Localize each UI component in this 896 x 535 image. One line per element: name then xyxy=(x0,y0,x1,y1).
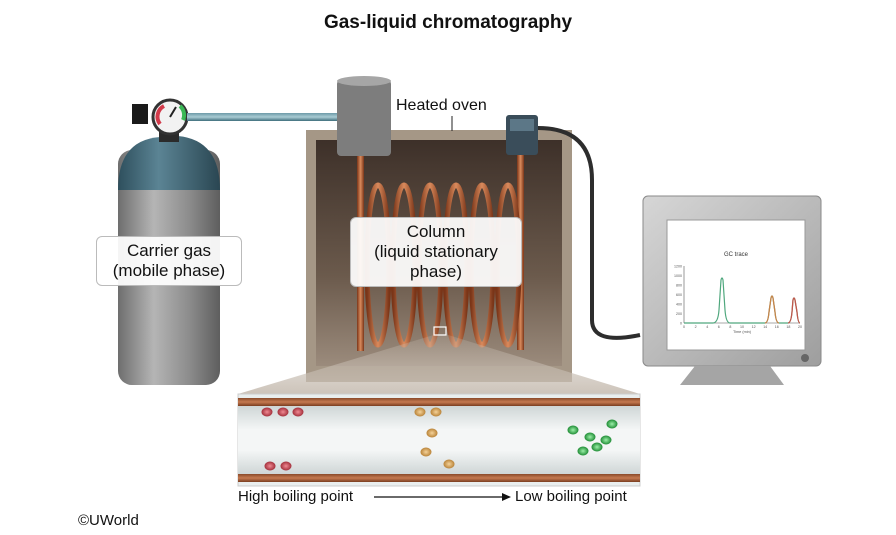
high-boiling-point-label: High boiling point xyxy=(238,488,354,505)
gc-x-axis-label: Time (min) xyxy=(733,330,752,334)
gauge-needle xyxy=(169,106,177,118)
column-wall-bottom xyxy=(238,474,640,482)
analyte-molecule-icon xyxy=(261,407,273,417)
gc-y-tick-label: 400 xyxy=(676,303,682,307)
gas-pipe xyxy=(187,113,337,121)
zoom-source-box xyxy=(433,326,447,336)
analyte-molecule-icon xyxy=(606,419,618,429)
analyte-molecule-icon xyxy=(420,447,432,457)
carrier-gas-label: Carrier gas (mobile phase) xyxy=(96,236,242,286)
injector-port xyxy=(337,80,391,156)
gc-x-tick-label: 0 xyxy=(683,325,685,329)
analyte-molecule-icon xyxy=(430,407,442,417)
gc-y-tick-label: 600 xyxy=(676,293,682,297)
analyte-molecule-icon xyxy=(292,407,304,417)
analyte-molecule-icon xyxy=(577,446,589,456)
analyte-molecule-icon xyxy=(600,435,612,445)
carrier-gas-line-2: (mobile phase) xyxy=(112,261,226,280)
column-line-3: phase) xyxy=(410,262,462,281)
arrow-head-icon xyxy=(502,493,511,501)
detector-highlight xyxy=(510,119,534,131)
analyte-molecule-icon xyxy=(277,407,289,417)
gc-trace-title: GC trace xyxy=(724,252,749,258)
gc-y-tick-label: 1000 xyxy=(674,274,682,278)
gauge-red-zone xyxy=(155,104,166,126)
power-button-icon xyxy=(801,354,809,362)
page-title: Gas-liquid chromatography xyxy=(323,12,573,33)
gc-y-tick-label: 1200 xyxy=(674,265,682,269)
low-boiling-point-label: Low boiling point xyxy=(515,488,627,505)
column-line-1: Column xyxy=(406,222,466,241)
gc-x-tick-label: 2 xyxy=(695,325,697,329)
cylinder-top xyxy=(118,136,220,190)
gc-x-tick-label: 20 xyxy=(798,325,802,329)
monitor-stand xyxy=(680,366,784,385)
injector-top xyxy=(337,76,391,86)
heated-oven-label: Heated oven xyxy=(396,97,487,114)
analyte-molecule-icon xyxy=(280,461,292,471)
copyright: ©UWorld xyxy=(78,512,139,529)
gc-x-tick-label: 4 xyxy=(706,325,708,329)
gc-x-tick-label: 14 xyxy=(763,325,767,329)
analyte-molecules xyxy=(261,407,618,471)
gc-x-tick-label: 8 xyxy=(729,325,731,329)
gc-x-tick-label: 16 xyxy=(775,325,779,329)
column-bore xyxy=(238,406,640,474)
analyte-molecule-icon xyxy=(567,425,579,435)
zoom-callout xyxy=(238,334,640,394)
column-cross-section xyxy=(237,393,641,487)
gc-x-tick-label: 6 xyxy=(718,325,720,329)
gc-y-tick-label: 800 xyxy=(676,284,682,288)
gc-y-tick-label: 0 xyxy=(680,322,682,326)
analyte-molecule-icon xyxy=(426,428,438,438)
regulator-knob xyxy=(132,104,148,124)
gc-x-tick-label: 18 xyxy=(786,325,790,329)
monitor-screen xyxy=(666,219,806,351)
gc-y-tick-label: 200 xyxy=(676,312,682,316)
gc-peak-3 xyxy=(787,297,801,324)
signal-cable xyxy=(537,126,641,340)
column-label: Column (liquid stationary phase) xyxy=(350,217,522,287)
analyte-molecule-icon xyxy=(584,432,596,442)
analyte-molecule-icon xyxy=(264,461,276,471)
gc-x-tick-label: 12 xyxy=(752,325,756,329)
analyte-molecule-icon xyxy=(414,407,426,417)
carrier-gas-line-1: Carrier gas xyxy=(126,241,212,260)
analyte-molecule-icon xyxy=(591,442,603,452)
column-line-2: (liquid stationary xyxy=(374,242,498,261)
gauge-green-zone xyxy=(178,104,187,121)
column-wall-top xyxy=(238,398,640,406)
gc-x-tick-label: 10 xyxy=(740,325,744,329)
gc-peak-2 xyxy=(764,295,780,324)
analyte-molecule-icon xyxy=(443,459,455,469)
